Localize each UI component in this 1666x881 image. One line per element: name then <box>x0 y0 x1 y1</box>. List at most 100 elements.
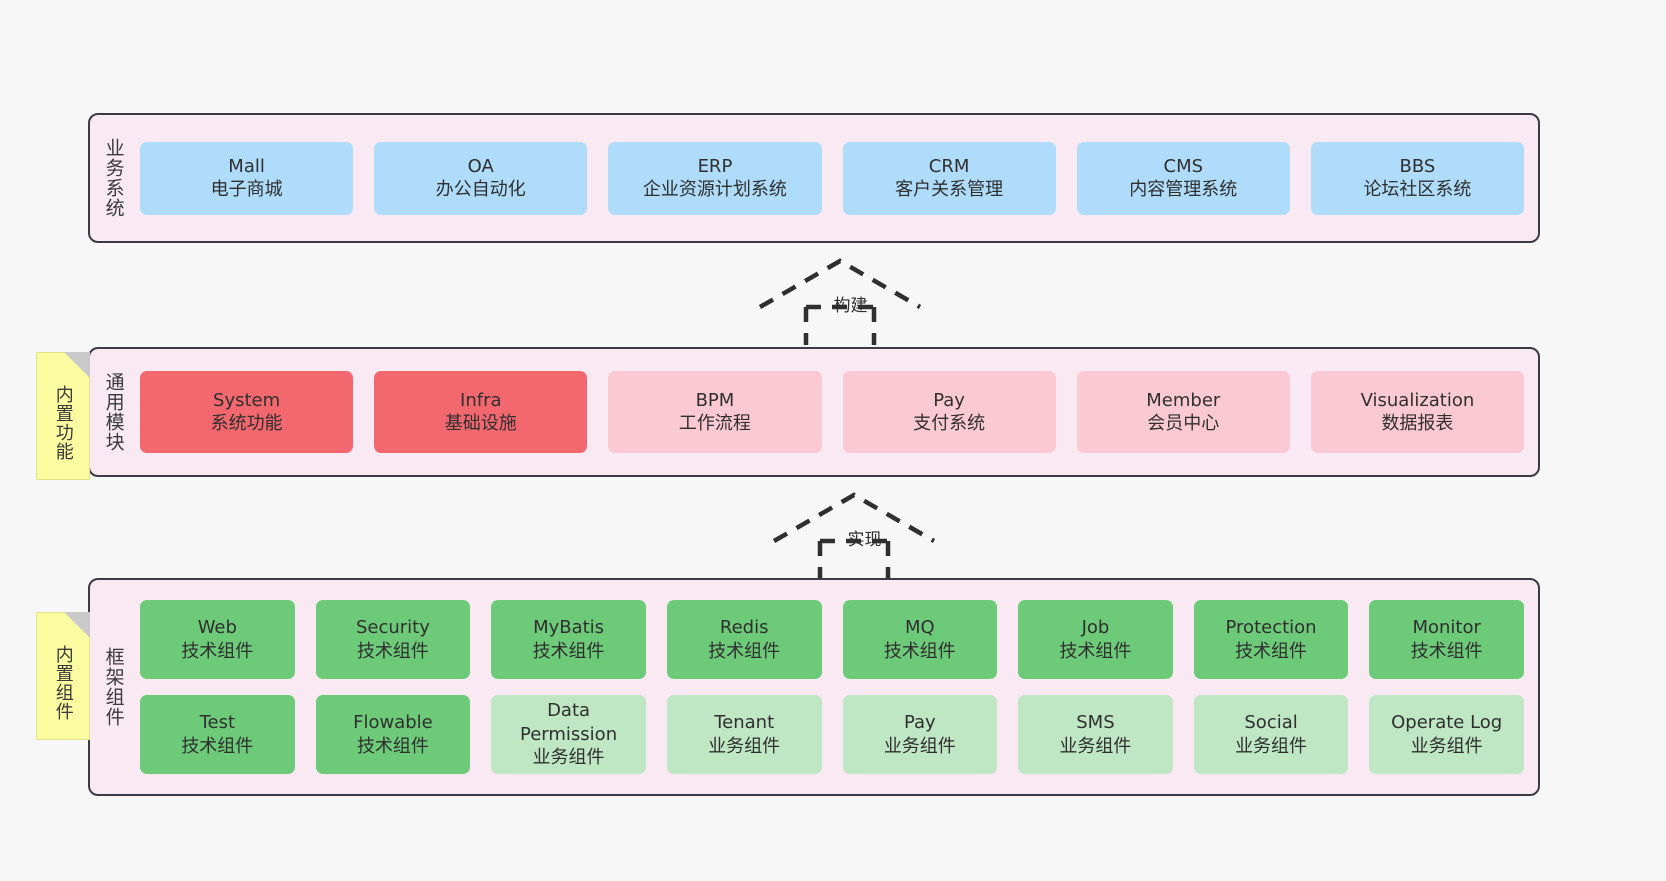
node-security[interactable]: Security 技术组件 <box>315 600 471 679</box>
node-bpm-title: BPM <box>695 389 735 411</box>
node-bpm[interactable]: BPM 工作流程 <box>608 371 822 453</box>
framework-row-technical: Web 技术组件 Security 技术组件 MyBatis 技术组件 Redi… <box>140 600 1524 679</box>
framework-row-business: Test 技术组件 Flowable 技术组件 Data Permission … <box>140 695 1524 774</box>
node-system[interactable]: System 系统功能 <box>140 371 354 453</box>
node-oa-title: OA <box>467 155 494 177</box>
note-builtin-component-text: 内置组件 <box>52 645 74 721</box>
node-mall-subtitle: 电子商城 <box>210 179 283 200</box>
node-redis[interactable]: Redis 技术组件 <box>666 600 822 679</box>
node-flowable[interactable]: Flowable 技术组件 <box>315 695 471 774</box>
note-builtin-function: 内置功能 <box>36 352 90 480</box>
node-web-title: Web <box>197 617 237 639</box>
node-social-subtitle: 业务组件 <box>1235 735 1308 757</box>
node-web[interactable]: Web 技术组件 <box>140 600 295 679</box>
node-crm[interactable]: CRM 客户关系管理 <box>842 141 1056 215</box>
node-oa-subtitle: 办公自动化 <box>435 179 526 200</box>
node-infra-subtitle: 基础设施 <box>444 413 517 434</box>
arrow-build-label: 构建 <box>833 296 868 316</box>
node-mall[interactable]: Mall 电子商城 <box>140 141 354 215</box>
node-sms-title: SMS <box>1076 712 1115 734</box>
node-crm-title: CRM <box>928 155 970 177</box>
node-visualization[interactable]: Visualization 数据报表 <box>1310 371 1525 453</box>
arrow-build: 构建 <box>752 255 928 345</box>
arrow-build-head <box>758 258 922 309</box>
node-crm-subtitle: 客户关系管理 <box>895 179 1004 200</box>
arrow-implement-label: 实现 <box>847 530 882 550</box>
node-mq[interactable]: MQ 技术组件 <box>842 600 998 679</box>
node-mall-title: Mall <box>228 155 265 177</box>
business-systems-row: Mall 电子商城 OA 办公自动化 ERP 企业资源计划系统 CRM 客户关系… <box>140 141 1525 215</box>
node-social[interactable]: Social 业务组件 <box>1193 695 1349 774</box>
node-operate-log-title: Operate Log <box>1391 712 1503 734</box>
node-operate-log-subtitle: 业务组件 <box>1410 735 1483 757</box>
node-erp[interactable]: ERP 企业资源计划系统 <box>608 141 822 215</box>
common-modules-row: System 系统功能 Infra 基础设施 BPM 工作流程 Pay 支付系统… <box>140 371 1525 453</box>
node-flowable-subtitle: 技术组件 <box>356 735 429 757</box>
node-test-subtitle: 技术组件 <box>181 735 254 757</box>
node-member[interactable]: Member 会员中心 <box>1076 371 1290 453</box>
node-mybatis-title: MyBatis <box>533 617 605 639</box>
node-test-title: Test <box>199 712 236 734</box>
node-sms[interactable]: SMS 业务组件 <box>1018 695 1173 774</box>
node-pay-module-title: Pay <box>933 389 965 411</box>
node-test[interactable]: Test 技术组件 <box>140 695 295 774</box>
layer-common-modules: 通用模块 System 系统功能 Infra 基础设施 BPM 工作流程 Pay… <box>88 347 1540 477</box>
node-web-subtitle: 技术组件 <box>181 640 254 662</box>
note-builtin-function-text: 内置功能 <box>52 385 74 461</box>
node-cms[interactable]: CMS 内容管理系统 <box>1076 141 1290 215</box>
node-monitor[interactable]: Monitor 技术组件 <box>1369 600 1524 679</box>
layer-common-modules-label: 通用模块 <box>102 372 125 452</box>
node-tenant[interactable]: Tenant 业务组件 <box>666 695 822 774</box>
node-protection[interactable]: Protection 技术组件 <box>1193 600 1349 679</box>
layer-framework-components: 框架组件 Web 技术组件 Security 技术组件 MyBatis 技术组件… <box>88 578 1540 796</box>
node-member-subtitle: 会员中心 <box>1147 413 1220 434</box>
layer-business-systems-label: 业务系统 <box>102 138 125 218</box>
node-infra[interactable]: Infra 基础设施 <box>374 371 588 453</box>
layer-business-systems: 业务系统 Mall 电子商城 OA 办公自动化 ERP 企业资源计划系统 CRM… <box>88 113 1540 243</box>
node-social-title: Social <box>1244 712 1298 734</box>
node-mq-subtitle: 技术组件 <box>883 640 956 662</box>
node-job[interactable]: Job 技术组件 <box>1018 600 1173 679</box>
node-mybatis-subtitle: 技术组件 <box>532 640 605 662</box>
node-pay-component-subtitle: 业务组件 <box>883 735 956 757</box>
node-erp-title: ERP <box>697 155 733 177</box>
node-mq-title: MQ <box>904 617 935 639</box>
node-infra-title: Infra <box>460 389 502 411</box>
node-pay-module-subtitle: 支付系统 <box>913 413 986 434</box>
node-system-title: System <box>213 389 281 411</box>
arrow-implement: 实现 <box>766 489 942 579</box>
node-sms-subtitle: 业务组件 <box>1059 735 1132 757</box>
node-member-title: Member <box>1146 389 1221 411</box>
node-bbs-title: BBS <box>1399 155 1436 177</box>
node-protection-title: Protection <box>1225 617 1317 639</box>
node-job-title: Job <box>1081 617 1110 639</box>
node-monitor-title: Monitor <box>1412 617 1481 639</box>
node-bpm-subtitle: 工作流程 <box>678 413 751 434</box>
node-cms-subtitle: 内容管理系统 <box>1129 179 1238 200</box>
node-bbs[interactable]: BBS 论坛社区系统 <box>1310 141 1525 215</box>
node-erp-subtitle: 企业资源计划系统 <box>642 179 787 200</box>
node-data-permission[interactable]: Data Permission 业务组件 <box>491 695 646 774</box>
node-visualization-title: Visualization <box>1360 389 1475 411</box>
node-redis-subtitle: 技术组件 <box>708 640 781 662</box>
node-security-subtitle: 技术组件 <box>356 640 429 662</box>
node-redis-title: Redis <box>719 617 769 639</box>
node-pay-module[interactable]: Pay 支付系统 <box>842 371 1056 453</box>
layer-framework-components-label: 框架组件 <box>102 647 125 727</box>
layer-business-systems-body: Mall 电子商城 OA 办公自动化 ERP 企业资源计划系统 CRM 客户关系… <box>136 115 1538 241</box>
node-mybatis[interactable]: MyBatis 技术组件 <box>491 600 646 679</box>
node-flowable-title: Flowable <box>353 712 433 734</box>
node-cms-title: CMS <box>1163 155 1204 177</box>
node-pay-component[interactable]: Pay 业务组件 <box>842 695 998 774</box>
node-operate-log[interactable]: Operate Log 业务组件 <box>1369 695 1524 774</box>
node-visualization-subtitle: 数据报表 <box>1381 413 1454 434</box>
node-tenant-subtitle: 业务组件 <box>708 735 781 757</box>
layer-framework-components-body: Web 技术组件 Security 技术组件 MyBatis 技术组件 Redi… <box>136 580 1538 794</box>
node-tenant-title: Tenant <box>714 712 775 734</box>
node-oa[interactable]: OA 办公自动化 <box>374 141 588 215</box>
node-security-title: Security <box>355 617 430 639</box>
node-bbs-subtitle: 论坛社区系统 <box>1363 179 1472 200</box>
node-system-subtitle: 系统功能 <box>210 413 283 434</box>
arrow-implement-head <box>772 492 936 543</box>
node-data-permission-title: Data Permission <box>520 700 618 745</box>
